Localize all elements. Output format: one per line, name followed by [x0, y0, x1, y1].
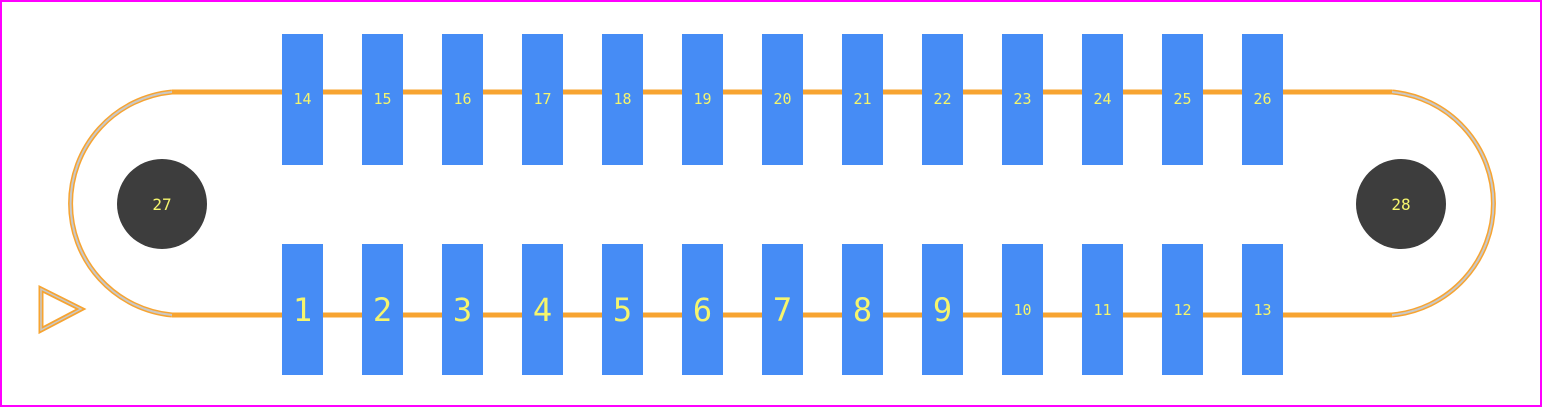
pad-rect — [442, 244, 483, 375]
pad-22: 22 — [922, 34, 963, 165]
pad-rect — [602, 34, 643, 165]
pad-13: 13 — [1242, 244, 1283, 375]
pad-label: 19 — [693, 90, 711, 108]
pad-rect — [1082, 244, 1123, 375]
pad-rect — [522, 244, 563, 375]
pad-label: 21 — [853, 90, 871, 108]
pad-7: 7 — [762, 244, 803, 375]
pad-label: 17 — [533, 90, 551, 108]
pad-23: 23 — [1002, 34, 1043, 165]
pad-label: 18 — [613, 90, 631, 108]
pad-rect — [522, 34, 563, 165]
pad-24: 24 — [1082, 34, 1123, 165]
pad-rect — [682, 244, 723, 375]
pad-label: 25 — [1173, 90, 1191, 108]
pad-label: 6 — [693, 291, 712, 329]
pad-rect — [602, 244, 643, 375]
pad-rect — [1162, 244, 1203, 375]
pad-rect — [922, 34, 963, 165]
pad-rect — [682, 34, 723, 165]
pad-rect — [762, 244, 803, 375]
pad-21: 21 — [842, 34, 883, 165]
pad-10: 10 — [1002, 244, 1043, 375]
pad-16: 16 — [442, 34, 483, 165]
pad-rect — [1242, 244, 1283, 375]
pad-rect — [1162, 34, 1203, 165]
pad-1: 1 — [282, 244, 323, 375]
pad-4: 4 — [522, 244, 563, 375]
pad-row-top: 14 15 16 17 18 19 20 21 22 23 24 25 26 — [282, 34, 1283, 165]
pad-rect — [282, 244, 323, 375]
pad-5: 5 — [602, 244, 643, 375]
pad-label: 8 — [853, 291, 872, 329]
pad-label: 14 — [293, 90, 311, 108]
pad-label: 5 — [613, 291, 632, 329]
hole-label: 28 — [1391, 195, 1410, 214]
pad-label: 3 — [453, 291, 472, 329]
pad-rect — [282, 34, 323, 165]
pad-label: 13 — [1253, 301, 1271, 319]
pad-rect — [362, 34, 403, 165]
pad-label: 2 — [373, 291, 392, 329]
mounting-hole-27: 27 — [117, 159, 207, 249]
pad-18: 18 — [602, 34, 643, 165]
pad-rect — [362, 244, 403, 375]
pad-rect — [1002, 244, 1043, 375]
pad-17: 17 — [522, 34, 563, 165]
pad-3: 3 — [442, 244, 483, 375]
pad-25: 25 — [1162, 34, 1203, 165]
pad-rect — [762, 34, 803, 165]
pad-rect — [922, 244, 963, 375]
pad-9: 9 — [922, 244, 963, 375]
pad-rect — [1002, 34, 1043, 165]
pad-rect — [842, 34, 883, 165]
triangle-marker — [38, 284, 87, 335]
pad-rect — [1242, 34, 1283, 165]
outline-right-arc-inner — [1391, 91, 1495, 316]
pad-8: 8 — [842, 244, 883, 375]
pad-20: 20 — [762, 34, 803, 165]
mounting-hole-28: 28 — [1356, 159, 1446, 249]
pad-label: 1 — [293, 291, 312, 329]
pad-label: 24 — [1093, 90, 1111, 108]
pad-19: 19 — [682, 34, 723, 165]
pad-label: 10 — [1013, 301, 1031, 319]
pad-11: 11 — [1082, 244, 1123, 375]
pad-rect — [842, 244, 883, 375]
pad-label: 11 — [1093, 301, 1111, 319]
pad-14: 14 — [282, 34, 323, 165]
pad-label: 22 — [933, 90, 951, 108]
pad-label: 16 — [453, 90, 471, 108]
pad-rect — [1082, 34, 1123, 165]
pad-26: 26 — [1242, 34, 1283, 165]
pad-label: 7 — [773, 291, 792, 329]
pad-label: 12 — [1173, 301, 1191, 319]
pad-label: 26 — [1253, 90, 1271, 108]
pad-12: 12 — [1162, 244, 1203, 375]
pad-label: 15 — [373, 90, 391, 108]
pad-label: 23 — [1013, 90, 1031, 108]
pad-rect — [442, 34, 483, 165]
pad-15: 15 — [362, 34, 403, 165]
pad-label: 20 — [773, 90, 791, 108]
pad-6: 6 — [682, 244, 723, 375]
outline-left-arc-inner — [69, 91, 173, 316]
pad-label: 9 — [933, 291, 952, 329]
pad-label: 4 — [533, 291, 552, 329]
hole-label: 27 — [152, 195, 171, 214]
pad-2: 2 — [362, 244, 403, 375]
